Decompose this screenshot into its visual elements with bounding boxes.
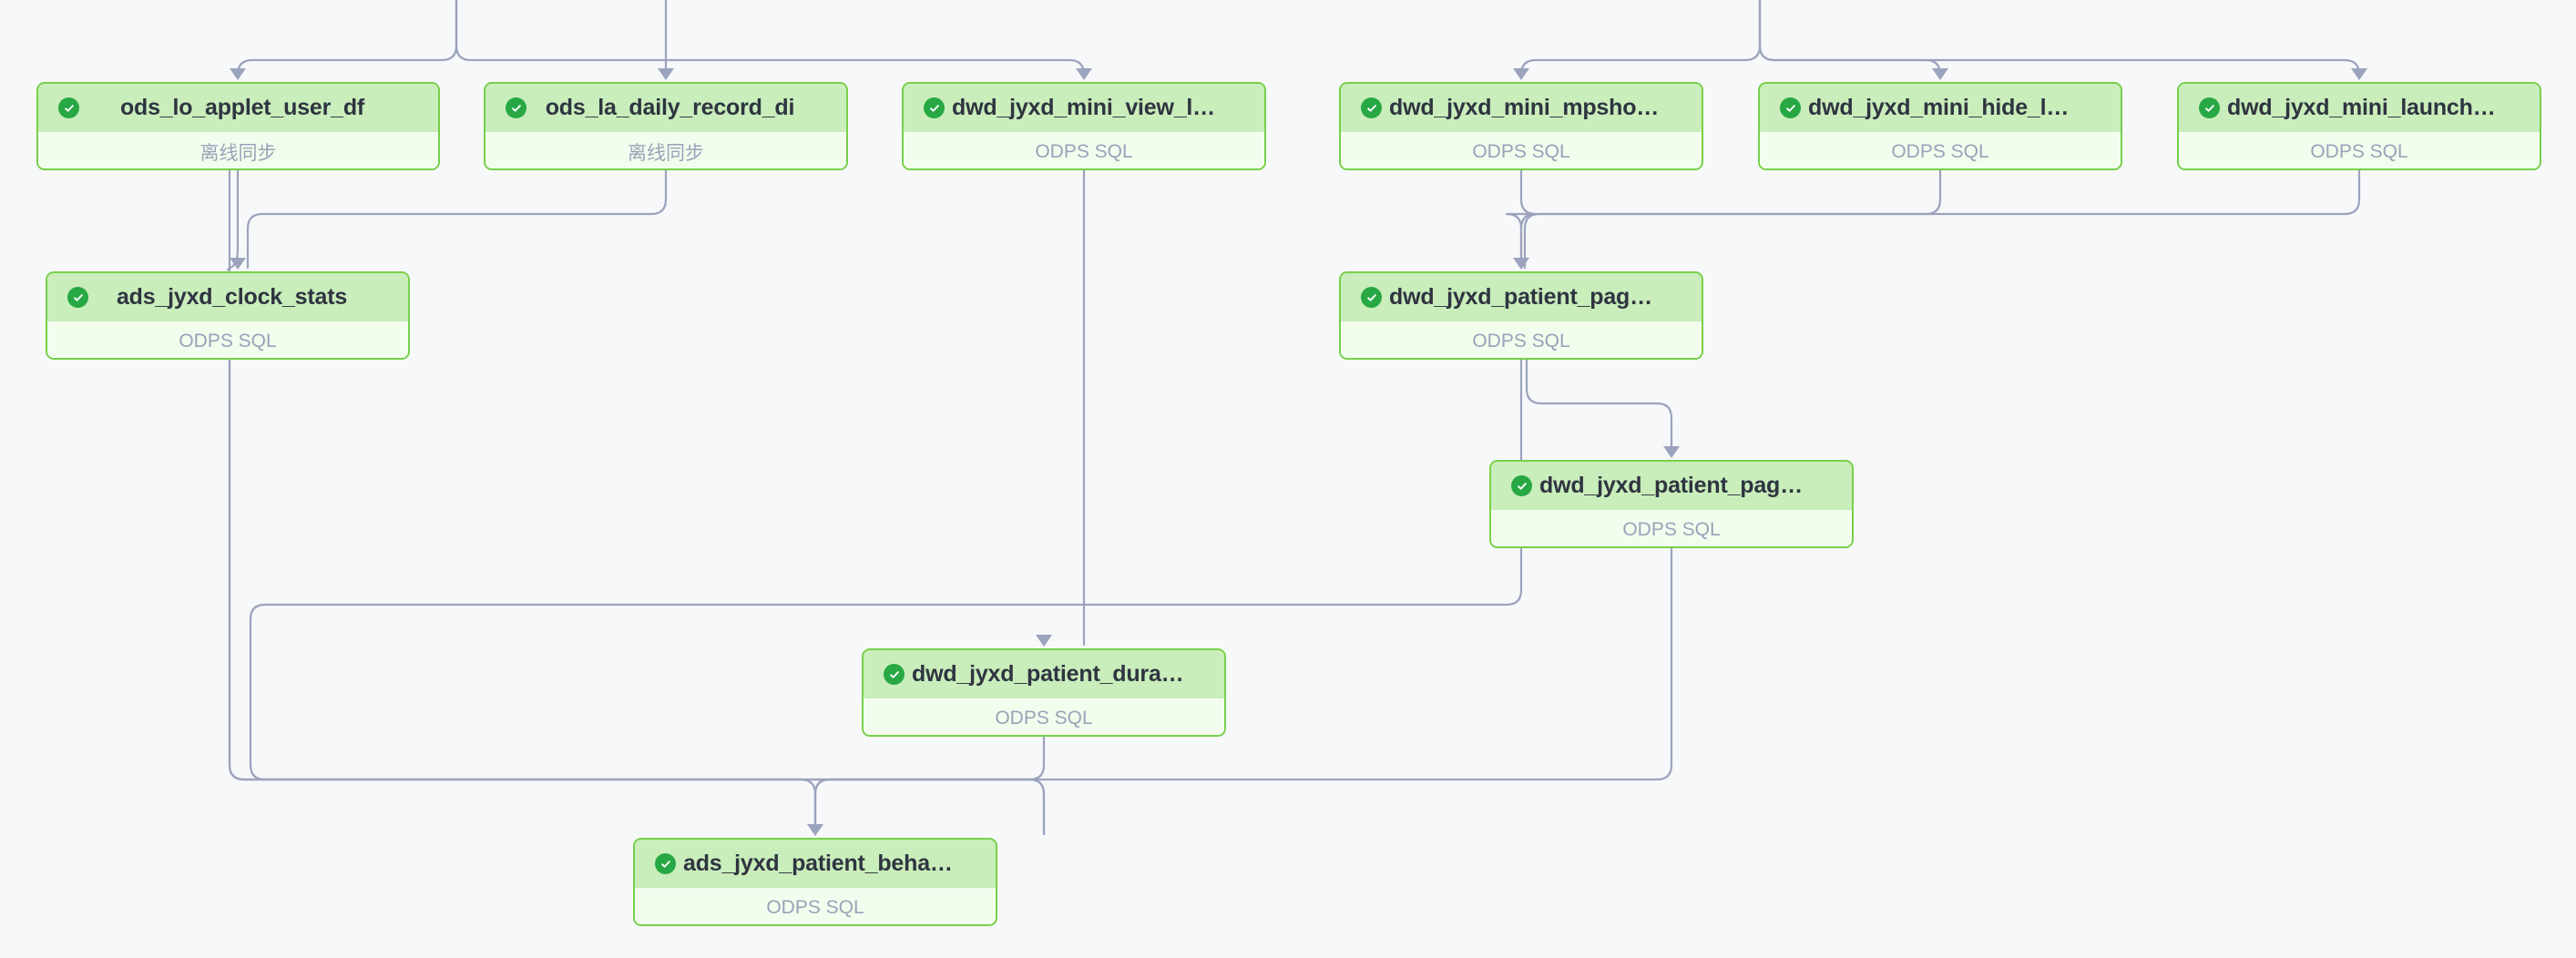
graph-node-dwd_jyxd_patient_page_vi_a[interactable]: dwd_jyxd_patient_page_vi… ODPS SQL	[1339, 271, 1703, 360]
node-title: dwd_jyxd_mini_hide_log_di	[1808, 95, 2106, 120]
edge-dwd_jyxd_mini_hide_log_di-to-dwd_jyxd_patient_page_vi_a	[1519, 168, 1942, 270]
edge-offscreen-top-b-to-dwd_jyxd_mini_mpshow_log	[1519, 0, 1762, 80]
node-header: dwd_jyxd_mini_view_log_di	[904, 84, 1264, 132]
node-subtitle: ODPS SQL	[766, 897, 864, 918]
check-circle-icon	[506, 97, 526, 118]
node-body: ODPS SQL	[47, 321, 408, 358]
node-title: dwd_jyxd_mini_mpshow_log…	[1389, 95, 1687, 120]
node-subtitle: ODPS SQL	[1472, 331, 1570, 352]
edge-dwd_jyxd_mini_mpshow_log-to-dwd_jyxd_patient_page_vi_a	[1505, 168, 1538, 270]
edge-arrowhead-icon	[230, 258, 246, 270]
edge-arrowhead-icon	[1513, 68, 1529, 80]
graph-node-dwd_jyxd_mini_mpshow_log[interactable]: dwd_jyxd_mini_mpshow_log… ODPS SQL	[1339, 82, 1703, 170]
node-header: ods_la_daily_record_di	[486, 84, 846, 132]
edge-arrowhead-icon	[1036, 635, 1052, 647]
node-header: ods_lo_applet_user_df	[38, 84, 438, 132]
node-title: dwd_jyxd_patient_duratio…	[912, 661, 1210, 687]
edge-arrowhead-icon	[2351, 68, 2367, 80]
node-body: ODPS SQL	[635, 888, 996, 924]
edge-arrowhead-icon	[1513, 258, 1529, 270]
edge-arrowhead-icon	[807, 824, 823, 836]
edge-arrowhead-icon	[658, 68, 674, 80]
node-header: dwd_jyxd_patient_duratio…	[864, 650, 1224, 698]
check-circle-icon	[655, 853, 676, 874]
edge-dwd_jyxd_patient_page_vi_a-to-dwd_jyxd_patient_page_vi_b	[1525, 358, 1673, 458]
edge-arrowhead-icon	[230, 68, 246, 80]
node-subtitle: ODPS SQL	[995, 708, 1093, 729]
node-body: ODPS SQL	[1341, 132, 1702, 168]
node-body: ODPS SQL	[1760, 132, 2121, 168]
node-header: dwd_jyxd_mini_hide_log_di	[1760, 84, 2121, 132]
edge-ods_la_daily_record_di-to-ads_jyxd_clock_stats	[246, 168, 668, 270]
check-circle-icon	[1780, 97, 1801, 118]
edge-arrowhead-icon	[1932, 68, 1948, 80]
node-header: ads_jyxd_clock_stats	[47, 273, 408, 321]
check-circle-icon	[1361, 97, 1382, 118]
node-header: dwd_jyxd_patient_page_vi…	[1341, 273, 1702, 321]
node-header: dwd_jyxd_patient_page_vi…	[1491, 462, 1852, 510]
check-circle-icon	[67, 287, 88, 308]
node-body: 离线同步	[38, 132, 438, 168]
edge-offscreen-top-b-to-dwd_jyxd_mini_launch_log	[1758, 0, 2361, 80]
graph-node-dwd_jyxd_patient_duration[interactable]: dwd_jyxd_patient_duratio… ODPS SQL	[862, 648, 1226, 737]
node-title: dwd_jyxd_patient_page_vi…	[1539, 473, 1837, 498]
check-circle-icon	[884, 664, 905, 685]
edge-ods_lo_applet_user_df-to-ads_jyxd_clock_stats	[226, 168, 240, 271]
node-title: dwd_jyxd_mini_launch_log…	[2227, 95, 2525, 120]
edge-offscreen-top-a-to-ods_lo_applet_user_df	[236, 0, 458, 80]
node-header: dwd_jyxd_mini_launch_log…	[2179, 84, 2540, 132]
node-body: ODPS SQL	[1341, 321, 1702, 358]
check-circle-icon	[58, 97, 79, 118]
node-subtitle: ODPS SQL	[1891, 141, 1989, 162]
node-body: ODPS SQL	[1491, 510, 1852, 546]
edge-arrowhead-icon	[1076, 68, 1092, 80]
node-title: dwd_jyxd_patient_page_vi…	[1389, 284, 1687, 310]
node-subtitle: ODPS SQL	[2310, 141, 2408, 162]
check-circle-icon	[1361, 287, 1382, 308]
edge-offscreen-top-a-to-dwd_jyxd_mini_view_log_di	[455, 0, 1086, 80]
edge-ads_jyxd_clock_stats-to-ads_jyxd_patient_behavior	[228, 358, 817, 836]
edge-offscreen-top-b-to-dwd_jyxd_mini_hide_log_di	[1758, 0, 1942, 80]
node-body: 离线同步	[486, 132, 846, 168]
node-subtitle: 离线同步	[199, 143, 277, 164]
node-title: ads_jyxd_patient_behavio…	[683, 851, 981, 876]
graph-node-ods_la_daily_record_di[interactable]: ods_la_daily_record_di 离线同步	[484, 82, 848, 170]
node-header: dwd_jyxd_mini_mpshow_log…	[1341, 84, 1702, 132]
graph-node-ods_lo_applet_user_df[interactable]: ods_lo_applet_user_df 离线同步	[36, 82, 440, 170]
node-header: ads_jyxd_patient_behavio…	[635, 840, 996, 888]
node-subtitle: 离线同步	[628, 143, 704, 164]
graph-node-dwd_jyxd_patient_page_vi_b[interactable]: dwd_jyxd_patient_page_vi… ODPS SQL	[1489, 460, 1854, 548]
node-subtitle: ODPS SQL	[179, 331, 277, 352]
node-title: ods_la_daily_record_di	[545, 95, 795, 120]
edge-arrowhead-icon	[1663, 446, 1680, 458]
node-title: ads_jyxd_clock_stats	[116, 284, 348, 310]
node-body: ODPS SQL	[2179, 132, 2540, 168]
edge-dwd_jyxd_patient_page_vi_a-to-dwd_jyxd_patient_duration	[249, 358, 1523, 836]
graph-node-dwd_jyxd_mini_launch_log[interactable]: dwd_jyxd_mini_launch_log… ODPS SQL	[2177, 82, 2541, 170]
node-subtitle: ODPS SQL	[1472, 141, 1570, 162]
edge-dwd_jyxd_mini_launch_log-to-dwd_jyxd_patient_page_vi_a	[1523, 168, 2361, 270]
check-circle-icon	[924, 97, 945, 118]
node-title: ods_lo_applet_user_df	[119, 95, 365, 120]
node-body: ODPS SQL	[864, 698, 1224, 735]
check-circle-icon	[1511, 475, 1532, 496]
node-title: dwd_jyxd_mini_view_log_di	[952, 95, 1250, 120]
node-subtitle: ODPS SQL	[1622, 519, 1721, 540]
node-body: ODPS SQL	[904, 132, 1264, 168]
graph-node-ads_jyxd_patient_behavior[interactable]: ads_jyxd_patient_behavio… ODPS SQL	[633, 838, 997, 926]
edge-dwd_jyxd_patient_duration-to-ads_jyxd_patient_behavior	[813, 735, 1046, 836]
check-circle-icon	[2199, 97, 2220, 118]
node-subtitle: ODPS SQL	[1035, 141, 1133, 162]
